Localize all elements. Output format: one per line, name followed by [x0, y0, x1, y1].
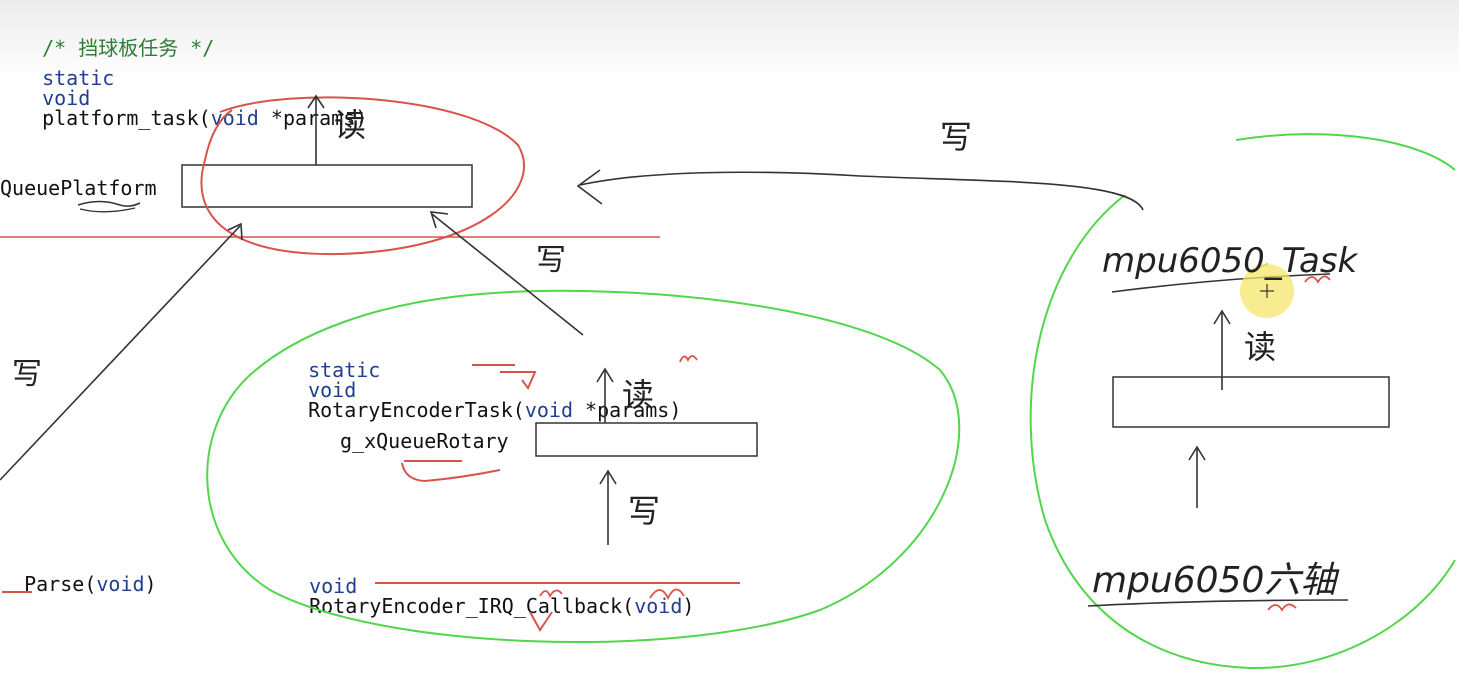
rotary-task-signature: static void RotaryEncoderTask(void *para…	[284, 340, 681, 420]
write-label-parse: 写	[12, 357, 42, 392]
keyword-void: void	[42, 86, 91, 110]
params-open: (	[622, 594, 635, 618]
write-label-irq: 写	[628, 492, 660, 530]
function-name: platform_task	[42, 106, 199, 130]
keyword-static: static	[308, 358, 381, 382]
rotary-task-name: RotaryEncoderTask	[308, 398, 513, 422]
mpu-sensor-underline	[1087, 599, 1349, 607]
params-close: )	[144, 572, 157, 596]
read-arrow-platform	[307, 94, 325, 165]
write-arrow-mpu-sensor	[1188, 445, 1206, 508]
mpu-task-squiggle	[1304, 275, 1331, 284]
params-open: (	[84, 572, 97, 596]
irq-callback-name: RotaryEncoder_IRQ_Callback	[309, 594, 623, 618]
write-label-mpu: 写	[940, 118, 972, 156]
params-open: (	[512, 398, 525, 422]
mpu-queue-box	[1112, 376, 1390, 428]
comment-text: /* 挡球板任务 */	[42, 36, 215, 60]
read-label-rotary: 读	[622, 376, 654, 414]
read-arrow-rotary	[596, 367, 614, 423]
write-label-rotary-task: 写	[536, 243, 566, 278]
write-arrow-mpu-task	[576, 169, 1144, 211]
cursor-crosshair-icon	[1260, 284, 1274, 298]
param-void: void	[524, 398, 574, 422]
keyword-void: void	[308, 378, 357, 402]
rotary-queue-label: g_xQueueRotary	[340, 429, 509, 453]
irq-check	[529, 611, 553, 632]
parse-function-signature: Parse(void)	[0, 554, 157, 596]
rotary-irq-signature: void RotaryEncoder_IRQ_Callback(void)	[285, 556, 694, 616]
platform-label-scribble-2	[79, 207, 136, 213]
platform-task-signature: static void platform_task(void *params)	[18, 48, 367, 128]
rotary-group-green-circle	[206, 289, 961, 643]
params-rest: *params)	[573, 398, 682, 422]
param-void: void	[96, 572, 145, 596]
rotary-queue-box	[535, 422, 758, 457]
code-header-band	[0, 0, 1459, 78]
platform-queue-box	[181, 164, 473, 208]
read-arrow-mpu	[1213, 309, 1231, 390]
platform-queue-label: QueuePlatform	[0, 176, 157, 200]
mpu-sensor-label: mpu6050六轴	[1092, 560, 1340, 601]
rotary-queue-swoosh	[401, 462, 501, 483]
read-label-mpu: 读	[1244, 328, 1276, 366]
mpu-group-green-circle	[1029, 133, 1456, 670]
param-void: void	[210, 106, 259, 130]
params-close: )	[682, 594, 695, 618]
write-arrow-parse	[0, 222, 243, 481]
parse-name: Parse	[24, 572, 85, 596]
keyword-static: static	[42, 66, 115, 90]
rotary-task-check	[500, 371, 537, 390]
keyword-void: void	[309, 574, 358, 598]
irq-squiggle-1	[539, 589, 563, 599]
platform-label-scribble	[77, 200, 141, 207]
params-rest: *params)	[258, 106, 368, 130]
param-void: void	[634, 594, 683, 618]
write-arrow-rotary-task	[429, 211, 584, 336]
mpu-sensor-squiggle	[1267, 603, 1297, 612]
mpu-task-underline	[1111, 273, 1331, 293]
irq-squiggle-2	[649, 588, 685, 601]
params-open: (	[198, 106, 211, 130]
read-label-platform: 读	[334, 106, 366, 144]
task-comment: /* 挡球板任务 */	[18, 18, 214, 58]
rotary-task-squiggle	[679, 355, 698, 363]
write-arrow-irq	[599, 469, 617, 545]
mpu-task-label: mpu6050_Task	[1102, 241, 1359, 281]
